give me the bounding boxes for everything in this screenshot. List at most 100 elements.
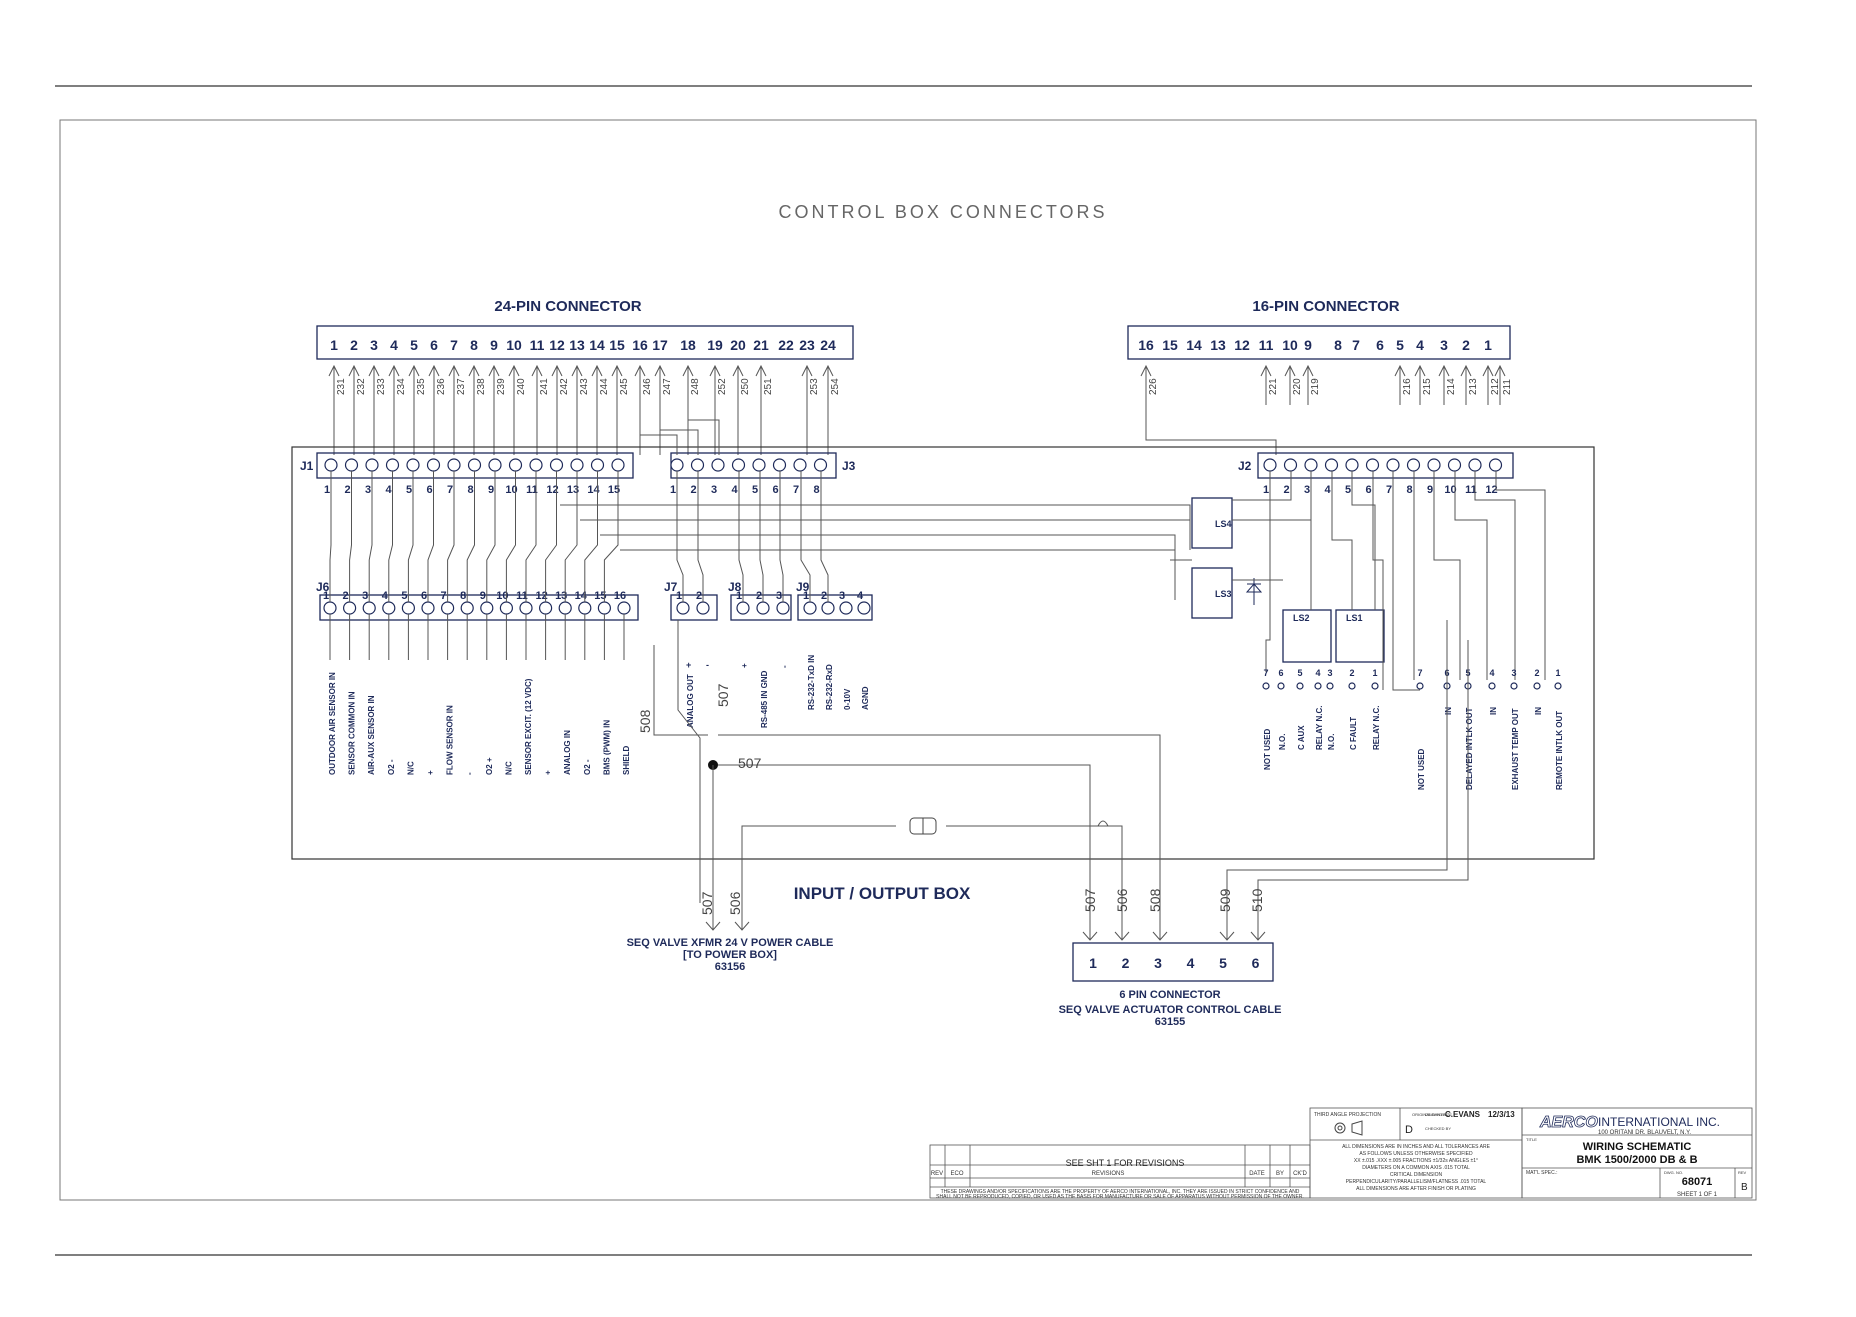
conn24-wire: 236: [428, 364, 447, 455]
j6-signal: N/C: [504, 761, 513, 775]
relay-term: 5: [1297, 668, 1302, 678]
io-box-title: INPUT / OUTPUT BOX: [794, 884, 971, 903]
conn24-wire: 252: [709, 364, 728, 455]
j1-pin-11: [529, 458, 543, 472]
svg-text:240: 240: [516, 378, 527, 395]
j6-pin-6: [421, 601, 435, 615]
conn16-pin: 1: [1484, 337, 1492, 353]
j1-pin-num: 13: [567, 484, 579, 496]
j2-pin-num: 6: [1365, 484, 1371, 496]
relay-signal: RELAY N.C.: [1315, 706, 1324, 750]
conn24-wire: 253: [801, 364, 820, 455]
tolerance-line: ALL DIMENSIONS ARE IN INCHES AND ALL TOL…: [1342, 1144, 1490, 1150]
svg-text:220: 220: [1292, 378, 1303, 395]
conn16-wire: 220: [1284, 364, 1303, 405]
j6-pin-num: 1: [323, 590, 329, 602]
svg-text:214: 214: [1446, 378, 1457, 395]
j9-pin-num: 1: [803, 590, 809, 602]
conn24-pin: 16: [632, 337, 648, 353]
j9-signal: RS-232-TxD IN: [807, 655, 816, 710]
j2-pin-3: [1304, 458, 1318, 472]
j9-strip: [797, 594, 873, 621]
original-size-label: ORIGINAL DWG SIZE: [1412, 1112, 1452, 1117]
j3-pin-8: [813, 458, 828, 472]
tolerance-line: PERPENDICULARITY/PARALLELISM/FLATNESS .0…: [1346, 1179, 1487, 1185]
j9-signal: RS-232-RxD: [825, 664, 834, 710]
j8-pin-num: 1: [736, 590, 742, 602]
j8-pin-num: 3: [776, 590, 782, 602]
j6-signal: -: [465, 772, 474, 775]
svg-text:LS4: LS4: [1215, 519, 1232, 529]
conn24-wire: 247: [654, 364, 673, 455]
conn24-wire: 244: [591, 364, 610, 455]
j3-pin-num: 1: [670, 484, 676, 496]
j1-pin-15: [611, 458, 625, 472]
j6-signal: +: [544, 770, 553, 775]
conn6-line2: SEQ VALVE ACTUATOR CONTROL CABLE: [1059, 1004, 1282, 1016]
conn24-pin: 19: [707, 337, 723, 353]
j1-pin-7: [447, 458, 461, 472]
j9-pin-4: [857, 601, 871, 615]
j8-pin-3: [776, 601, 790, 615]
conn16-title: 16-PIN CONNECTOR: [1252, 298, 1399, 315]
svg-text:211: 211: [1502, 379, 1513, 395]
title-label: TITLE: [1526, 1137, 1537, 1142]
conn16-pin: 13: [1210, 337, 1226, 353]
j7-pin-2: [696, 601, 710, 615]
j6-pin-num: 13: [555, 590, 567, 602]
j6-pin-num: 5: [401, 590, 407, 602]
j6-pin-num: 15: [594, 590, 606, 602]
drawn-by-label: DRAWN BY: [1425, 1112, 1447, 1117]
ilk-term: 4: [1489, 668, 1494, 678]
conn24-pin: 14: [589, 337, 605, 353]
j2-pin-6: [1365, 458, 1380, 472]
conn16-wire: 215: [1414, 364, 1433, 405]
conn24-pin: 15: [609, 337, 625, 353]
svg-text:234: 234: [396, 378, 407, 395]
j9-signal: AGND: [861, 686, 870, 710]
j6-signal: SENSOR COMMON IN: [348, 691, 357, 775]
j8-signal: RS-485 IN GND: [760, 670, 769, 728]
j3-pin-6: [772, 458, 787, 472]
svg-text:212: 212: [1490, 378, 1501, 395]
j9-pin-3: [839, 601, 853, 615]
conn16-pin: 2: [1462, 337, 1470, 353]
j1-pin-13: [570, 458, 584, 472]
j6-pin-12: [538, 601, 553, 615]
j9-pin-2: [821, 601, 835, 615]
relay-signal: N.O.: [1278, 734, 1287, 750]
j3-pin-3: [711, 458, 725, 472]
svg-text:216: 216: [1402, 378, 1413, 395]
svg-text:LS3: LS3: [1215, 589, 1232, 599]
svg-text:246: 246: [642, 378, 653, 395]
j6-signal: BMS (PWM) IN: [602, 720, 611, 775]
j1-pin-num: 6: [426, 484, 432, 496]
label-507-power: 507: [699, 891, 715, 915]
j3-pin-num: 8: [813, 484, 819, 496]
j7-label: J7: [664, 580, 678, 594]
label-506-c6: 506: [1114, 888, 1130, 912]
j1-pin-12: [549, 458, 564, 472]
j6-pin-13: [558, 601, 572, 615]
j1-pin-num: 7: [447, 484, 453, 496]
j6-strip: [319, 594, 639, 621]
j6-signal: O2 +: [485, 757, 494, 775]
j1-pin-num: 3: [365, 484, 371, 496]
j6-pin-num: 9: [480, 590, 486, 602]
j7-pin-1: [676, 601, 690, 615]
tolerance-notes: ALL DIMENSIONS ARE IN INCHES AND ALL TOL…: [1342, 1144, 1490, 1192]
j3-pin-num: 4: [731, 484, 738, 496]
conn24-pin: 10: [506, 337, 522, 353]
j6-signal: OUTDOOR AIR SENSOR IN: [328, 672, 337, 775]
j7-polarity: +: [686, 660, 691, 670]
conn24-pin: 1: [330, 337, 338, 353]
j7-pin-num: 1: [676, 590, 682, 602]
svg-text:242: 242: [559, 378, 570, 395]
j2-pin-num: 1: [1263, 484, 1269, 496]
projection-label: THIRD ANGLE PROJECTION: [1314, 1112, 1381, 1118]
j2-pin-2: [1283, 458, 1298, 472]
j7-strip: [670, 594, 718, 621]
conn24-pin: 18: [680, 337, 696, 353]
